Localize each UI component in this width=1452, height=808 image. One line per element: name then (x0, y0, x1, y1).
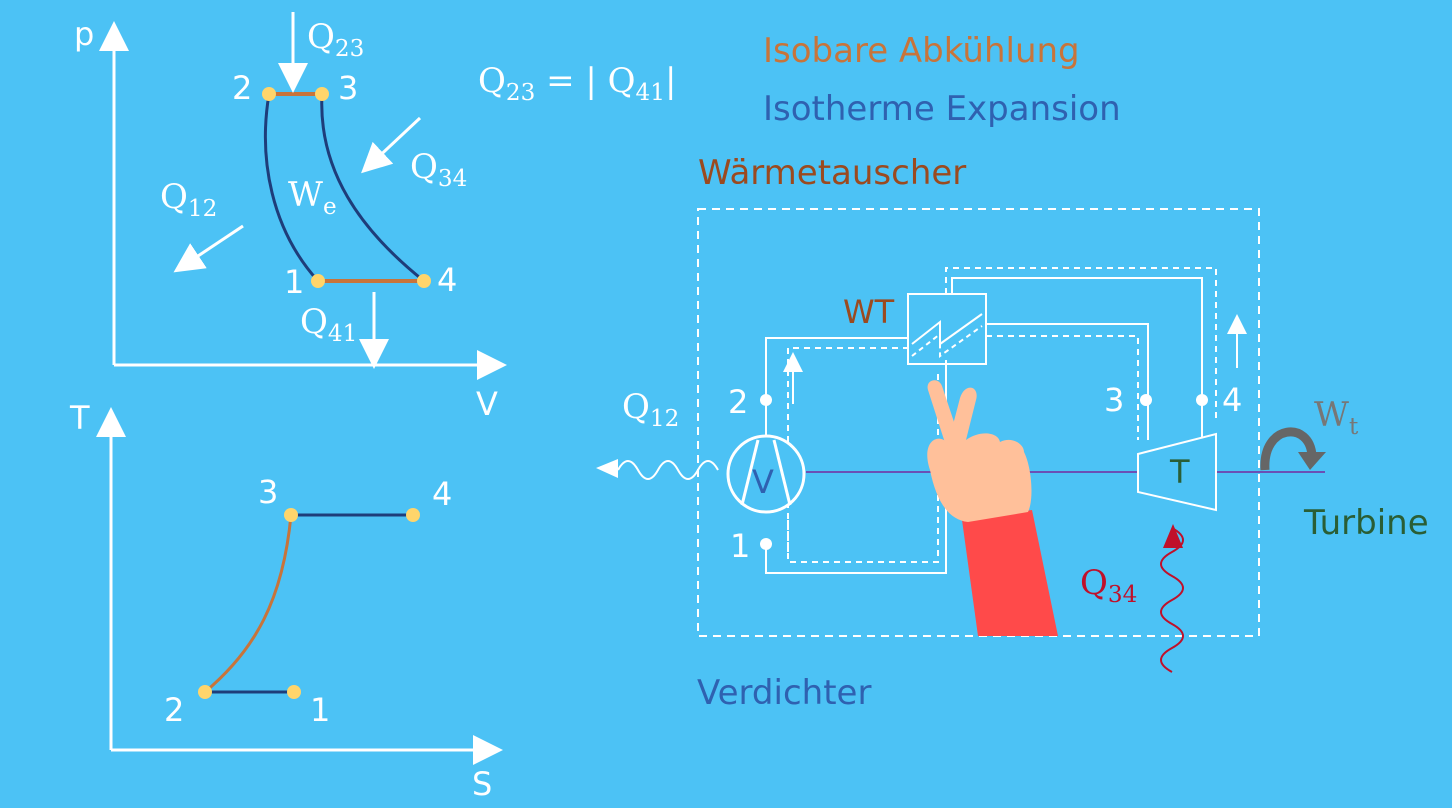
pv-work-label: We (288, 175, 337, 221)
pv-label-1: 1 (284, 263, 305, 301)
node-1-label: 1 (730, 527, 751, 565)
schematic-q12-label: Q12 (622, 387, 680, 433)
turbine-symbol (1137, 432, 1217, 512)
pv-axis-y-label: p (74, 15, 95, 53)
heat-in-wave (1160, 527, 1184, 673)
pv-point-1 (311, 274, 325, 288)
ts-point-4 (406, 508, 420, 522)
wt-label: WT (843, 293, 895, 331)
turbine-label: Turbine (1304, 503, 1429, 543)
work-output-arrow (1260, 427, 1326, 471)
pv-axes (99, 21, 507, 380)
wt-heat-exchanger (907, 293, 987, 365)
node-4-label: 4 (1222, 381, 1243, 419)
pv-point-2 (262, 87, 276, 101)
pv-label-2: 2 (232, 69, 253, 107)
ts-point-2 (198, 685, 212, 699)
pv-point-3 (315, 87, 329, 101)
schematic-q34-label: Q34 (1080, 563, 1138, 609)
heat-exchanger-title: Wärmetauscher (698, 153, 967, 193)
heat-balance-equation: Q23 = | Q41| (478, 61, 677, 107)
compressor-symbol (726, 434, 806, 514)
pv-q34-label: Q34 (410, 147, 468, 193)
pv-cycle (262, 87, 431, 288)
node-3-label: 3 (1104, 381, 1125, 419)
ts-label-1: 1 (310, 691, 331, 729)
ts-label-4: 4 (432, 475, 453, 513)
ts-point-3 (284, 508, 298, 522)
pv-q23-label: Q23 (307, 17, 365, 63)
ts-label-3: 3 (258, 473, 279, 511)
heat-out-wave (617, 460, 719, 480)
pv-label-3: 3 (338, 69, 359, 107)
legend-isotherm: Isotherme Expansion (763, 89, 1121, 129)
ts-label-2: 2 (164, 691, 185, 729)
pv-axis-x-label: V (476, 385, 498, 423)
ts-axis-y-label: T (70, 399, 90, 437)
schematic-nodes (760, 394, 1208, 550)
compressor-label: Verdichter (697, 673, 872, 713)
ts-axis-x-label: S (472, 765, 493, 803)
hand-pointer-illustration (927, 380, 1058, 636)
pv-point-4 (417, 274, 431, 288)
turbine-symbol-label: T (1170, 453, 1190, 491)
ts-axes (96, 407, 503, 765)
heat-exchanger-boundary (697, 208, 1260, 637)
compressor-symbol-label: V (752, 463, 774, 501)
pv-q41-label: Q41 (300, 302, 358, 348)
pv-heat-arrows (173, 12, 422, 369)
node-2-label: 2 (728, 383, 749, 421)
flow-arrows (783, 314, 1247, 404)
pv-label-4: 4 (437, 261, 458, 299)
heat-out-arrowhead (596, 459, 618, 478)
ts-point-1 (287, 685, 301, 699)
pv-q12-label: Q12 (160, 177, 218, 223)
heat-in-arrowhead (1163, 524, 1183, 548)
turbine-work-label: Wt (1314, 395, 1359, 441)
ts-cycle (198, 508, 420, 699)
legend-isobar: Isobare Abkühlung (763, 31, 1080, 71)
